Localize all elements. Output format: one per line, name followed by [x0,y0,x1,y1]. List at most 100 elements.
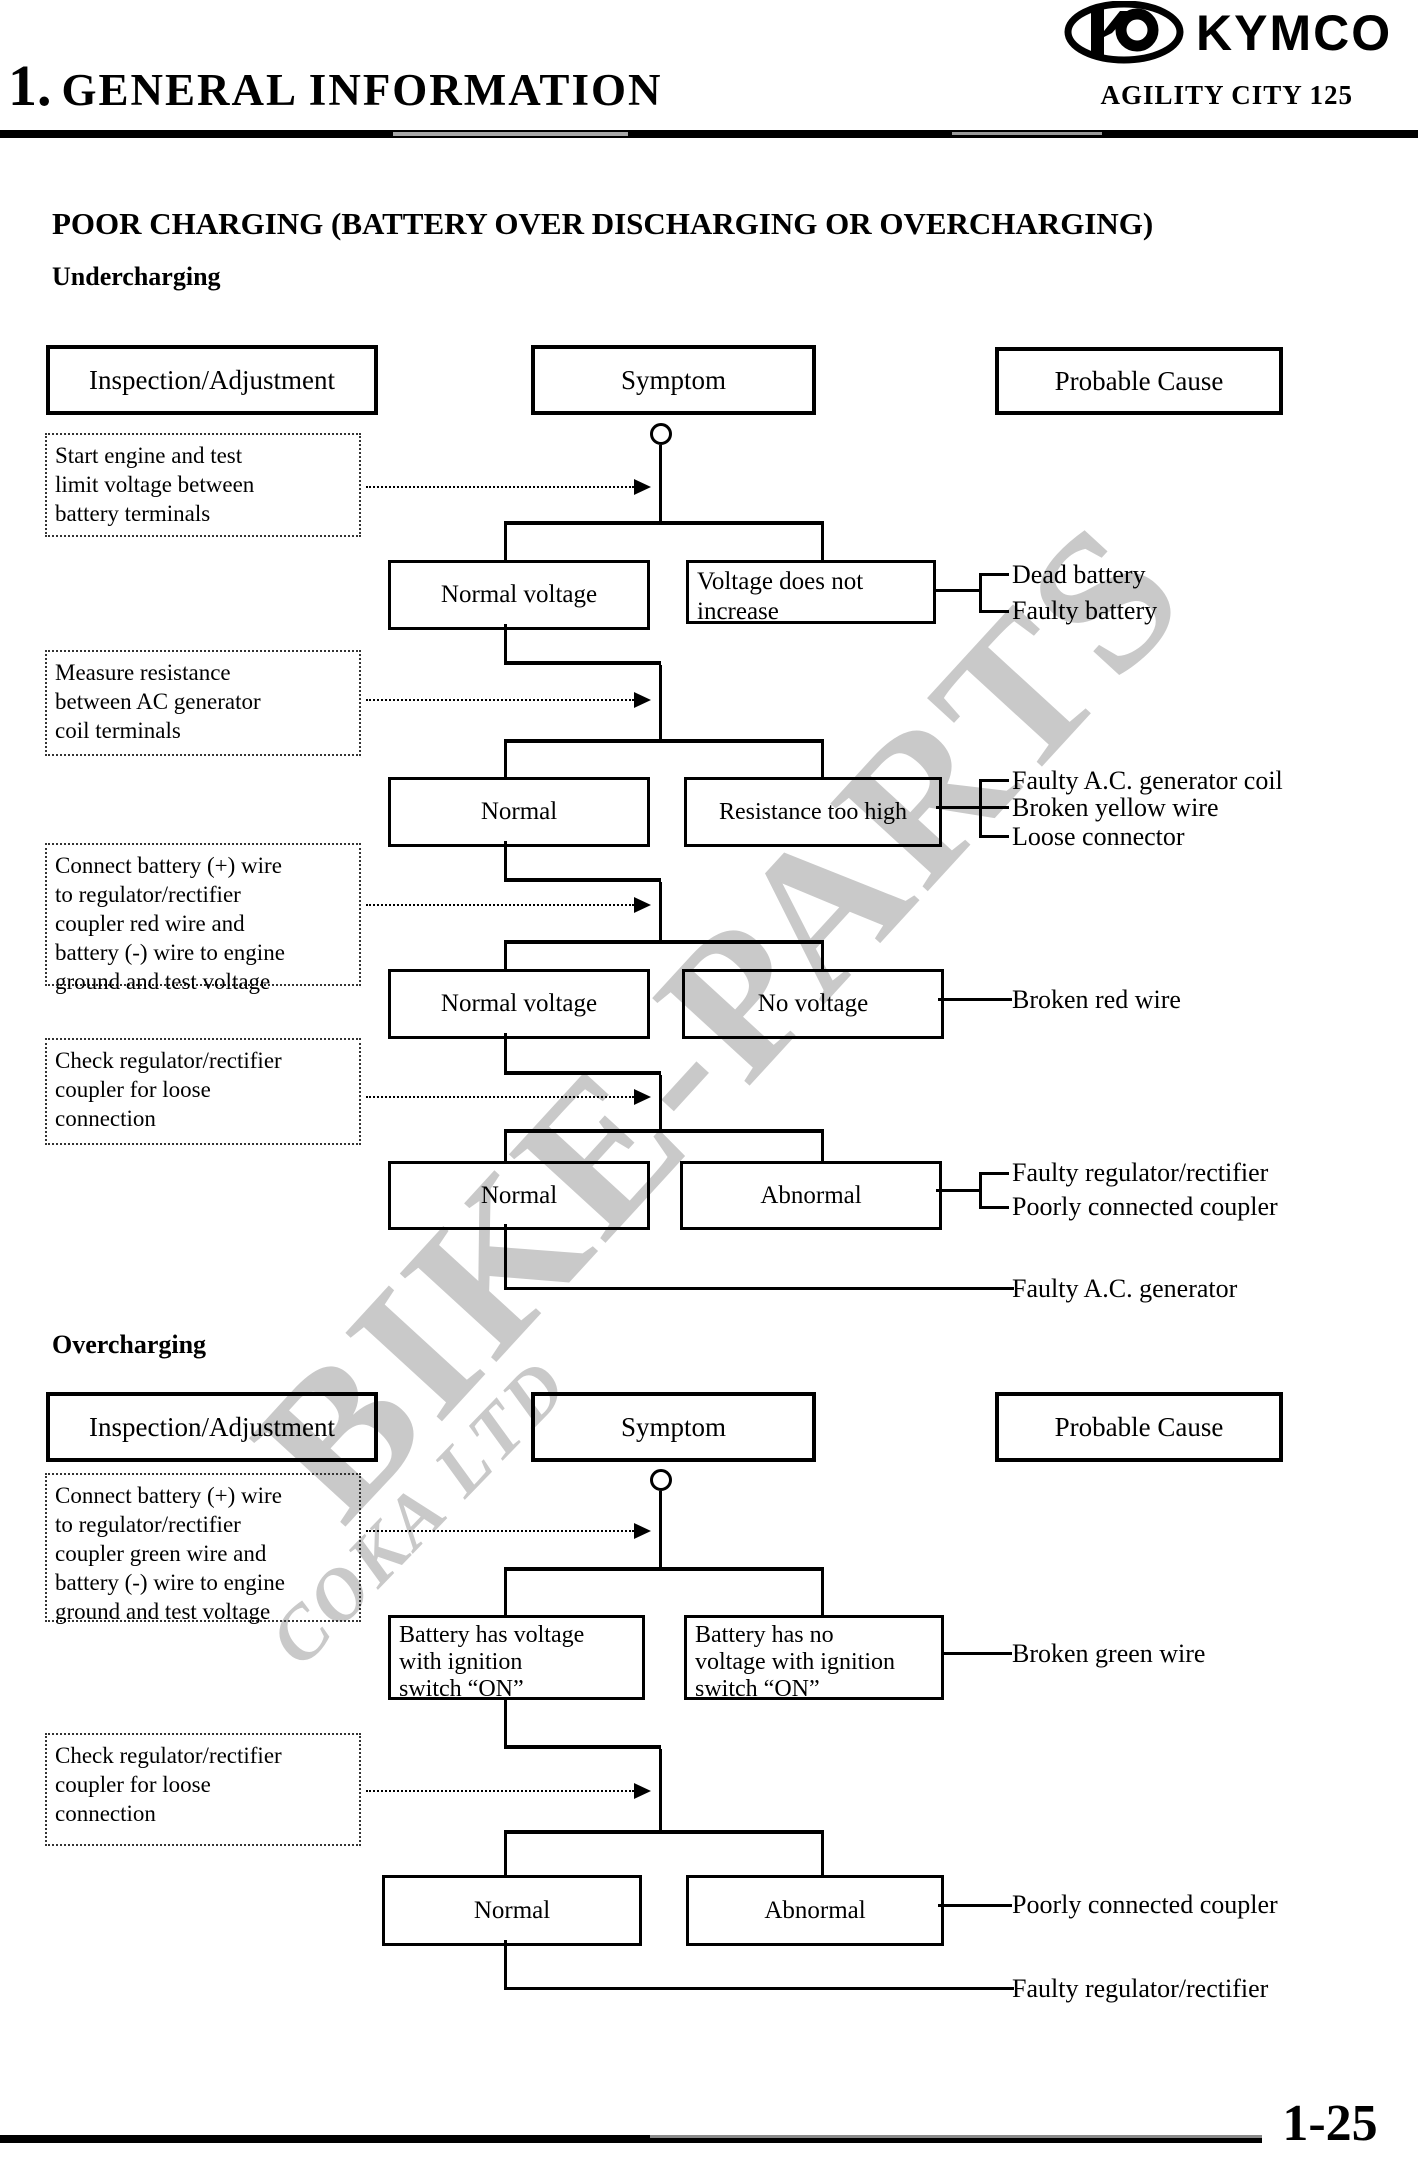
arrowhead-icon [634,897,651,913]
symptom-box-fail: Resistance too high [684,777,942,847]
inspection-step: Check regulator/rectifier coupler for lo… [45,1038,361,1145]
inspection-step: Connect battery (+) wire to regulator/re… [45,1473,361,1624]
dotted-arrow-line [366,486,634,488]
probable-cause-item: Faulty regulator/rectifier [1012,1974,1269,2003]
connector-line [504,1834,507,1875]
connector-line [821,525,824,560]
symptom-box-fail: Voltage does not increase [686,560,936,625]
column-header-symptom: Symptom [531,345,816,415]
probable-cause-item: Poorly connected coupler [1012,1192,1278,1221]
cause-bracket-line [979,1172,982,1209]
model-name: AGILITY CITY 125 [1100,80,1353,110]
symptom-box-ok: Normal [382,1875,642,1946]
arrowhead-icon [634,1523,651,1539]
inspection-step: Measure resistance between AC generator … [45,650,361,756]
symptom-label: Normal [480,798,558,825]
connector-line [504,624,507,665]
probable-cause-item: Faulty regulator/rectifier [1012,1158,1269,1187]
symptom-label: Normal [473,1896,551,1924]
connector-line [821,944,824,969]
branch-line [504,1567,824,1571]
arrowhead-icon [634,1783,651,1799]
probable-cause-item: Faulty battery [1012,596,1158,625]
page-title: POOR CHARGING (BATTERY OVER DISCHARGING … [52,206,1154,241]
probable-cause-item: Dead battery [1012,560,1146,589]
probable-cause-item: Broken yellow wire [1012,793,1219,822]
flow-start-node [650,1469,672,1491]
dotted-arrow-line [366,699,634,701]
symptom-box-fail: Battery has no voltage with ignition swi… [684,1615,944,1702]
branch-line [504,739,824,743]
symptom-label: No voltage [757,990,869,1017]
connector-line [659,1491,662,1567]
header-rule-shade [952,132,1102,135]
cause-stem-line [938,998,1012,1001]
connector-line [504,661,661,665]
connector-line [504,944,507,969]
cause-bracket-line [979,573,982,613]
connector-line [504,1033,507,1075]
branch-line [504,521,824,525]
cause-stem-line [936,806,979,809]
cause-tick-line [979,1172,1009,1175]
undercharging-heading: Undercharging [52,262,221,291]
connector-line [504,1940,507,1990]
column-header-label: Probable Cause [1054,365,1224,396]
probable-cause-item: Broken green wire [1012,1639,1206,1668]
cause-tick-line [979,610,1009,613]
symptom-label: Abnormal [764,1896,866,1924]
cause-tick-line [979,779,1009,782]
connector-line [659,445,662,521]
symptom-label: Abnormal [760,1181,862,1209]
probable-cause-item: Loose connector [1012,822,1185,851]
probable-cause-item: Broken red wire [1012,985,1181,1014]
cause-stem-line [504,1987,1014,1990]
chapter-heading: 1.GENERAL INFORMATION [8,52,662,119]
symptom-box-ok: Battery has voltage with ignition switch… [388,1615,645,1702]
branch-line [504,1830,824,1834]
branch-line [504,1129,824,1133]
column-header-label: Inspection/Adjustment [89,1411,335,1442]
arrowhead-icon [634,479,651,495]
connector-line [504,1571,507,1615]
symptom-box-fail: No voltage [682,969,944,1039]
connector-line [504,878,661,882]
connector-line [659,665,662,739]
dotted-arrow-line [366,1790,634,1792]
chapter-number: 1. [8,53,52,118]
cause-stem-line [504,1287,1014,1290]
column-header-label: Probable Cause [1054,1411,1224,1442]
symptom-box-ok: Normal voltage [388,560,650,630]
overcharging-heading: Overcharging [52,1330,207,1359]
inspection-step: Connect battery (+) wire to regulator/re… [45,843,361,994]
symptom-label: Resistance too high [719,798,907,825]
symptom-box-fail: Abnormal [680,1161,942,1230]
cause-stem-line [936,1189,979,1192]
column-header-label: Inspection/Adjustment [89,364,335,395]
cause-tick-line [979,1206,1009,1209]
connector-line [821,1571,824,1615]
connector-line [504,743,507,777]
connector-line [504,1071,661,1075]
dotted-arrow-line [366,1096,634,1098]
symptom-box-ok: Normal [388,777,650,847]
page-number: 1-25 [1282,2095,1378,2152]
probable-cause-item: Faulty A.C. generator [1012,1274,1238,1303]
connector-line [821,743,824,777]
cause-tick-line [979,573,1009,576]
branch-line [504,940,824,944]
probable-cause-item: Poorly connected coupler [1012,1890,1278,1919]
chapter-title: GENERAL INFORMATION [61,65,663,115]
connector-line [504,1745,661,1749]
cause-tick-line [979,835,1009,838]
dotted-arrow-line [366,1530,634,1532]
brand-name: KYMCO [1196,5,1393,61]
symptom-label: Normal [480,1181,558,1209]
column-header-label: Symptom [620,1411,727,1442]
cause-tick-line [979,806,1009,809]
column-header-inspection: Inspection/Adjustment [46,1392,378,1462]
column-header-inspection: Inspection/Adjustment [46,345,378,415]
inspection-step: Start engine and test limit voltage betw… [45,433,361,537]
symptom-label: Normal voltage [440,990,598,1017]
